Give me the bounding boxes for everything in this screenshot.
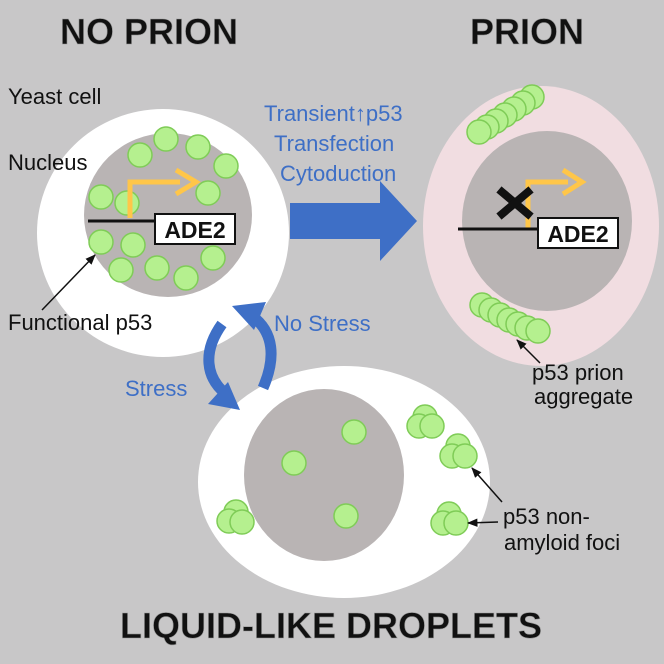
curved-arrow-no-stress <box>232 302 277 391</box>
title-no-prion: NO PRION <box>60 11 238 52</box>
label-stress: Stress <box>125 376 187 401</box>
p53-prion-aggregate-bottom <box>469 292 551 344</box>
p53-molecule <box>452 443 478 469</box>
pointer-prion-aggregate <box>516 339 541 364</box>
label-nucleus: Nucleus <box>8 150 87 175</box>
p53-prion-aggregate-top <box>466 84 545 145</box>
p53-molecule <box>419 413 445 439</box>
gene-box-ade2-left <box>154 213 236 245</box>
label-yeast-cell: Yeast cell <box>8 84 101 109</box>
p53-molecule <box>229 509 255 535</box>
label-functional-p53: Functional p53 <box>8 310 152 335</box>
p53-molecule <box>144 255 170 281</box>
gene-label-ade2-left: ADE2 <box>164 217 225 243</box>
p53-molecule <box>281 450 307 476</box>
label-prion-aggregate-line1: p53 prion <box>532 360 624 385</box>
transition-arrow <box>290 181 417 261</box>
p53-nucleus-droplets <box>281 419 367 529</box>
p53-molecule <box>341 419 367 445</box>
label-foci-line2: amyloid foci <box>504 530 620 555</box>
p53-molecule <box>200 245 226 271</box>
transcription-arrow-active <box>127 167 201 218</box>
gene-box-ade2-right <box>537 217 619 249</box>
p53-molecule <box>153 126 179 152</box>
p53-molecule <box>120 232 146 258</box>
p53-molecule <box>443 510 469 536</box>
pointer-functional-p53 <box>41 254 96 311</box>
p53-molecule <box>88 229 114 255</box>
transition-label-transfection: Transfection <box>274 131 394 156</box>
p53-molecule <box>173 265 199 291</box>
label-no-stress: No Stress <box>274 311 371 336</box>
p53-molecule <box>108 257 134 283</box>
p53-molecule <box>88 184 114 210</box>
p53-molecule <box>466 119 492 145</box>
label-prion-aggregate-line2: aggregate <box>534 384 633 409</box>
curved-arrow-stress <box>203 320 240 410</box>
p53-molecule <box>127 142 153 168</box>
title-prion: PRION <box>470 11 584 52</box>
p53-molecule <box>195 180 221 206</box>
p53-molecule <box>185 134 211 160</box>
nucleus-droplets <box>244 389 404 561</box>
title-liquid-droplets: LIQUID-LIKE DROPLETS <box>120 605 542 646</box>
block-x-icon <box>496 186 534 220</box>
label-foci-line1: p53 non- <box>503 504 590 529</box>
transition-label-cytoduction: Cytoduction <box>280 161 396 186</box>
p53-non-amyloid-foci <box>216 404 478 536</box>
gene-label-ade2-right: ADE2 <box>547 221 608 247</box>
transition-label-transient: Transient↑p53 <box>264 101 403 126</box>
p53-molecule <box>114 190 140 216</box>
pointer-foci-upper <box>471 467 503 503</box>
p53-molecule <box>525 318 551 344</box>
p53-molecule <box>333 503 359 529</box>
p53-molecule <box>213 153 239 179</box>
pointer-foci-lower <box>466 518 499 527</box>
functional-p53-droplets <box>88 126 239 291</box>
